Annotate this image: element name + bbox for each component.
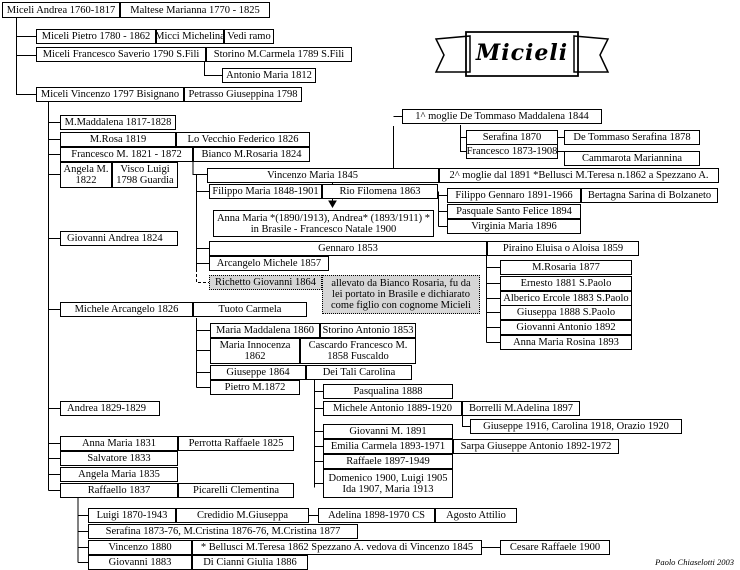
person-adelina: Adelina 1898-1970 CS <box>318 508 435 523</box>
person-filippo-maria: Filippo Maria 1848-1901 <box>209 184 322 199</box>
person-andrea: Andrea 1829-1829 <box>60 401 160 416</box>
person-anna-maria-rosina: Anna Maria Rosina 1893 <box>500 335 632 350</box>
person-giovanni-1883: Giovanni 1883 <box>88 555 192 570</box>
root-spouse: Maltese Marianna 1770 - 1825 <box>120 2 270 18</box>
person-francesco-saverio: Miceli Francesco Saverio 1790 S.Fili <box>36 47 206 62</box>
spouse-filippo-gennaro: Bertagna Sarina di Bolzaneto <box>581 188 718 203</box>
spouse-vincenzo-1797: Petrasso Giuseppina 1798 <box>184 87 302 102</box>
person-domenico-group: Domenico 1900, Luigi 1905 Ida 1907, Mari… <box>323 469 453 498</box>
spouse-serafina: De Tommaso Serafina 1878 <box>564 130 700 145</box>
person-mrosaria: M.Rosaria 1877 <box>500 260 632 275</box>
spouse-francesco-1873: Cammarota Mariannina <box>564 151 700 166</box>
person-pasqualina: Pasqualina 1888 <box>323 384 453 399</box>
first-wife: 1^ moglie De Tommaso Maddalena 1844 <box>402 109 602 124</box>
spouse-pietro: Micci Michelina <box>156 29 224 44</box>
person-maria-maddalena: Maria Maddalena 1860 <box>210 323 320 338</box>
person-salvatore: Salvatore 1833 <box>60 451 178 466</box>
person-gennaro: Gennaro 1853 <box>209 241 487 256</box>
spouse-raffaello: Picarelli Clementina <box>178 483 294 498</box>
family-name-title: Micieli <box>475 40 569 66</box>
spouse-francesco-saverio: Storino M.Carmela 1789 S.Fili <box>206 47 352 62</box>
person-giovanni-andrea: Giovanni Andrea 1824 <box>60 231 178 246</box>
vincenzo-second-wife: 2^ moglie dal 1891 *Bellusci M.Teresa n.… <box>439 168 719 183</box>
person-ernesto: Ernesto 1881 S.Paolo <box>500 276 632 291</box>
person-alberico: Alberico Ercole 1883 S.Paolo <box>500 291 632 306</box>
person-michele-arcangelo: Michele Arcangelo 1826 <box>60 302 193 317</box>
person-vincenzo-1797: Miceli Vincenzo 1797 Bisignano <box>36 87 184 102</box>
person-pasquale: Pasquale Santo Felice 1894 <box>447 204 581 219</box>
person-giuseppe-1864: Giuseppe 1864 <box>210 365 306 380</box>
author-signature: Paolo Chiaselotti 2003 <box>655 557 734 567</box>
person-virginia: Virginia Maria 1896 <box>447 219 581 234</box>
person-maria-innocenza: Maria Innocenza 1862 <box>210 338 300 364</box>
person-michele-antonio: Michele Antonio 1889-1920 <box>323 401 462 416</box>
spouse-giovanni-1883: Di Cianni Giulia 1886 <box>192 555 308 570</box>
spouse-gennaro: Piraino Eluisa o Aloisa 1859 <box>487 241 639 256</box>
person-giovanni-m: Giovanni M. 1891 <box>323 424 453 439</box>
spouse-michele-arcangelo: Tuoto Carmela <box>193 302 307 317</box>
person-luigi: Luigi 1870-1943 <box>88 508 176 523</box>
person-giuseppa: Giuseppa 1888 S.Paolo <box>500 305 632 320</box>
person-antonio-maria: Antonio Maria 1812 <box>222 68 316 83</box>
person-raffaello: Raffaello 1837 <box>60 483 178 498</box>
spouse-angela: Visco Luigi 1798 Guardia <box>112 162 178 188</box>
person-mrosa: M.Rosa 1819 <box>60 132 176 147</box>
spouse-luigi: Credidio M.Giuseppa <box>176 508 309 523</box>
spouse-maria-innocenza: Cascardo Francesco M. 1858 Fuscaldo <box>300 338 416 364</box>
spouse-francesco-m: Bianco M.Rosaria 1824 <box>193 147 310 162</box>
vedi-ramo-link[interactable]: Vedi ramo <box>224 29 274 44</box>
person-cesare-raffaele: Cesare Raffaele 1900 <box>500 540 610 555</box>
person-francesco-1873: Francesco 1873-1908 <box>466 144 558 159</box>
spouse-filippo-maria: Rio Filomena 1863 <box>322 184 438 199</box>
person-vincenzo-1880: Vincenzo 1880 <box>88 540 192 555</box>
person-emilia-carmela: Emilia Carmela 1893-1971 <box>323 439 453 454</box>
spouse-emilia-carmela: Sarpa Giuseppe Antonio 1892-1972 <box>453 439 619 454</box>
person-serafina-group: Serafina 1873-76, M.Cristina 1876-76, M.… <box>88 524 358 539</box>
person-anna-maria: Anna Maria 1831 <box>60 436 178 451</box>
person-serafina: Serafina 1870 <box>466 130 558 145</box>
richetto-note: allevato da Bianco Rosaria, fu da lei po… <box>322 275 480 314</box>
spouse-vincenzo-1880: * Bellusci M.Teresa 1862 Spezzano A. ved… <box>192 540 482 555</box>
spouse-michele-antonio: Borrelli M.Adelina 1897 <box>462 401 580 416</box>
michele-antonio-children: Giuseppe 1916, Carolina 1918, Orazio 192… <box>470 419 682 434</box>
person-anna-maria-andrea: Anna Maria *(1890/1913), Andrea* (1893/1… <box>213 210 434 237</box>
person-angela-maria: Angela Maria 1835 <box>60 467 178 482</box>
root-person: Miceli Andrea 1760-1817 <box>2 2 120 18</box>
spouse-adelina: Agosto Attilio <box>435 508 517 523</box>
person-francesco-m: Francesco M. 1821 - 1872 <box>60 147 193 162</box>
person-maddalena: M.Maddalena 1817-1828 <box>60 115 176 130</box>
person-giovanni-antonio: Giovanni Antonio 1892 <box>500 320 632 335</box>
spouse-giuseppe-1864: Dei Tali Carolina <box>306 365 412 380</box>
person-richetto: Richetto Giovanni 1864 <box>209 275 322 290</box>
spouse-maria-maddalena: Storino Antonio 1853 <box>320 323 416 338</box>
person-pietro-m: Pietro M.1872 <box>210 380 300 395</box>
person-pietro: Miceli Pietro 1780 - 1862 <box>36 29 156 44</box>
person-arcangelo-michele: Arcangelo Michele 1857 <box>209 256 329 271</box>
person-vincenzo-maria: Vincenzo Maria 1845 <box>207 168 439 183</box>
spouse-mrosa: Lo Vecchio Federico 1826 <box>176 132 310 147</box>
person-filippo-gennaro: Filippo Gennaro 1891-1966 <box>447 188 581 203</box>
person-angela: Angela M. 1822 <box>60 162 112 188</box>
person-raffaele-1897: Raffaele 1897-1949 <box>323 454 453 469</box>
spouse-anna-maria: Perrotta Raffaele 1825 <box>178 436 294 451</box>
